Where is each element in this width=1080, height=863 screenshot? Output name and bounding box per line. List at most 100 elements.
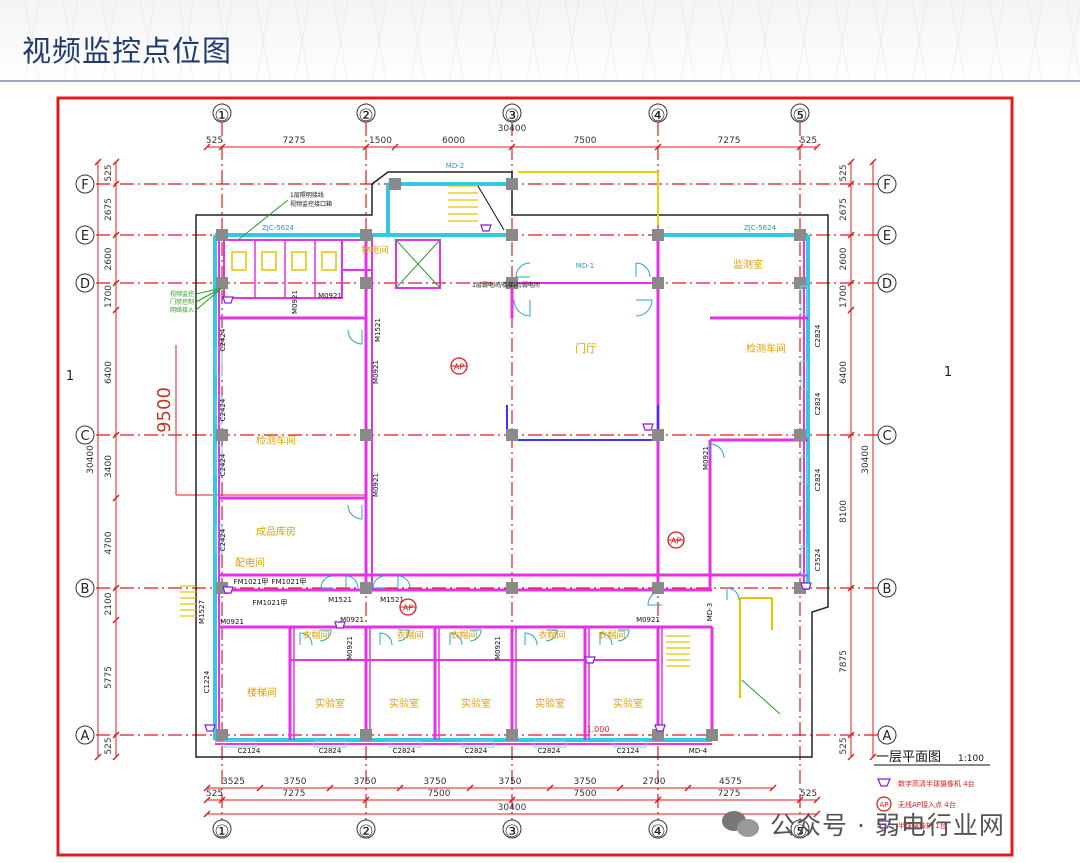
window-code: C1224 — [203, 670, 211, 693]
door-swing — [397, 575, 411, 589]
axis-bubble — [212, 103, 232, 123]
window-marker — [388, 740, 422, 748]
door-swing — [545, 629, 558, 642]
room-label-lab: 实验室 — [535, 697, 565, 710]
dim-bottom-fine-label: 2700 — [643, 777, 666, 787]
door-swing — [709, 443, 725, 459]
side-note: 网络接入 — [170, 306, 194, 314]
dim-left-label: 525 — [104, 164, 114, 181]
window-code: C2124 — [238, 747, 261, 755]
axis-bubble — [75, 425, 95, 445]
structural-column — [652, 429, 664, 441]
door-swing — [379, 632, 393, 646]
dim-bottom-overall-label: 30400 — [498, 803, 527, 813]
axis-bubble — [75, 174, 95, 194]
window-code: MD-4 — [689, 747, 708, 755]
door-swing — [319, 629, 332, 642]
dim-left-tick — [112, 731, 120, 739]
door-code: M0921 — [372, 473, 380, 497]
dim-right-label: 525 — [839, 164, 849, 181]
room-label-lab: 实验室 — [613, 697, 643, 710]
structural-column — [360, 429, 372, 441]
dim-right-label: 6400 — [839, 361, 849, 384]
dim-bottom-fine-tick — [769, 784, 777, 792]
ap-label: AP — [403, 604, 413, 613]
plan-title: 一层平面图 — [876, 750, 941, 765]
window-marker — [215, 395, 223, 425]
dim-top-tick — [391, 143, 399, 151]
dim-top-tick — [508, 143, 516, 151]
dim-bottom-fine-tick — [684, 784, 692, 792]
window-marker — [223, 740, 257, 748]
window-code: ZJC-5624 — [744, 224, 777, 232]
window-marker — [613, 740, 647, 748]
camera-marker — [204, 724, 216, 732]
axis-letter: D — [882, 277, 892, 292]
annotation-leader — [741, 679, 781, 715]
dim-bottom-mid-label: 525 — [206, 789, 223, 799]
door-code: M1521 — [374, 318, 382, 342]
door-code: MD-3 — [706, 603, 714, 621]
door-code: M0921 — [702, 446, 710, 470]
dim-bottom-mid-label: 7275 — [718, 789, 741, 799]
dim-left-label: 2675 — [104, 198, 114, 221]
camera-marker — [334, 621, 346, 629]
dim-top-tick — [813, 143, 821, 151]
structural-column — [360, 277, 372, 289]
axis-number-bottom: ② — [358, 822, 373, 842]
door-code: M0921 — [318, 292, 342, 300]
ap-label: AP — [671, 537, 681, 546]
annotation-note: 1层弱电间/楼梯间/弱电间 — [472, 281, 540, 289]
window-code: C2824 — [465, 747, 488, 755]
dim-left-tick — [112, 584, 120, 592]
dim-bottom-fine-tick — [616, 784, 624, 792]
dim-bottom-mid-label: 525 — [800, 789, 817, 799]
door-swing — [347, 504, 363, 520]
dim-bottom-mid-tick — [203, 796, 211, 804]
plan-scale: 1:100 — [958, 754, 984, 764]
camera-marker — [222, 586, 234, 594]
dim-right-tick — [847, 584, 855, 592]
window-code: C2824 — [538, 747, 561, 755]
title-bar: 视频监控点位图 — [0, 0, 1080, 82]
axis-bubble — [877, 578, 897, 598]
legend-text: 无线AP接入点 4台 — [898, 800, 956, 809]
window-code: C2824 — [814, 324, 822, 347]
door-code: M0921 — [494, 636, 502, 660]
axis-bubble — [356, 819, 376, 839]
dim-bottom-mid-tick — [813, 796, 821, 804]
structural-column — [360, 229, 372, 241]
dim-left-total-tick — [94, 158, 102, 166]
shaft-cross — [395, 239, 441, 289]
fire-door-code: FM1021甲 — [234, 578, 269, 586]
toilet-block — [223, 239, 343, 299]
camera-marker — [800, 582, 812, 590]
door-swing — [513, 299, 531, 317]
drawing-frame — [56, 96, 1014, 857]
axis-letter: D — [80, 277, 90, 292]
door-swing — [320, 575, 334, 589]
toilet-fixture — [261, 251, 277, 271]
elevator-shaft — [395, 239, 441, 289]
axis-number-bottom: ⑤ — [792, 822, 807, 842]
dim-bottom-overall-tick — [813, 810, 821, 818]
dim-left-label: 3400 — [104, 455, 114, 478]
legend-text: 数字高清半球摄像机 4台 — [898, 779, 975, 788]
door-code: M1521 — [380, 596, 404, 604]
axis-bubble — [790, 819, 810, 839]
dim-top-label: 1500 — [369, 136, 392, 146]
axis-number-bottom: ① — [214, 822, 229, 842]
ap-symbol: AP — [876, 796, 892, 812]
side-label-left: 1 — [66, 369, 74, 384]
dim-left-label: 5775 — [104, 666, 114, 689]
dim-bottom-mid-tick — [362, 796, 370, 804]
window-code: C3524 — [814, 548, 822, 571]
window-marker — [313, 740, 347, 748]
axis-bubble — [877, 273, 897, 293]
stair-run — [477, 185, 505, 231]
dim-bottom-mid-label: 7500 — [574, 789, 597, 799]
axis-bubble — [75, 225, 95, 245]
side-note-leader — [195, 287, 223, 295]
door-swing — [617, 629, 630, 642]
